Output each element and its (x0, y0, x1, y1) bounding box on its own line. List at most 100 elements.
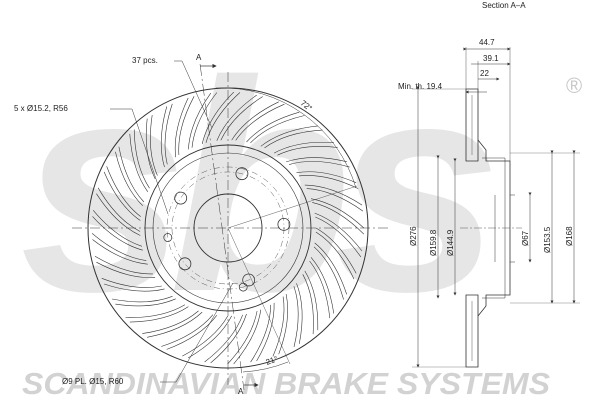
cooling-vane (91, 233, 147, 261)
brand-tagline: SCANDINAVIAN BRAKE SYSTEMS (22, 366, 550, 400)
cooling-vane (315, 216, 362, 258)
cooling-vane (96, 193, 141, 236)
rotor-plate-top (465, 88, 479, 162)
dia-67-label: Ø67 (521, 230, 530, 246)
section-title: Section A–A (482, 1, 526, 10)
cooling-vane (273, 141, 334, 154)
cooling-vane (160, 106, 168, 168)
cooling-vane (314, 242, 347, 295)
pin-leader (160, 282, 234, 383)
cooling-vane (147, 311, 203, 338)
cooling-vane (96, 261, 156, 278)
cooling-vane (92, 216, 143, 251)
cooling-vane (125, 304, 186, 318)
bolt-pcd-circle (171, 171, 285, 285)
cooling-vane (278, 294, 288, 355)
cooling-vane (220, 96, 263, 141)
cooling-vane (314, 212, 363, 252)
cooling-vane (298, 175, 359, 189)
cooling-vane (191, 92, 218, 148)
hat-inner-edge (152, 152, 304, 304)
cooling-vane (250, 115, 305, 144)
cooling-vane (272, 296, 285, 357)
cooling-vane (216, 94, 257, 141)
cooling-vane (115, 298, 176, 307)
cooling-vane (315, 231, 355, 280)
brand-watermark: sbs ® SCANDINAVIAN BRAKE SYSTEMS (20, 18, 582, 400)
cooling-vane (302, 274, 314, 335)
dia-276-label: Ø276 (409, 226, 418, 246)
vane-count-label: 37 pcs. (132, 56, 158, 65)
cooling-vane (164, 103, 173, 165)
cooling-vane (293, 286, 299, 347)
angle-ray-bottom (227, 227, 291, 365)
pin-hole (238, 282, 248, 292)
pin-holes-label: Ø9 PL. Ø15, R60 (62, 377, 124, 386)
bolt-hole (174, 191, 188, 205)
cooling-vane (289, 161, 350, 168)
cooling-vane (250, 304, 271, 363)
cooling-vane (92, 210, 142, 247)
rotor-plate-bottom (465, 294, 479, 368)
section-marker-top: A (196, 53, 202, 62)
disc-section-view (412, 47, 580, 368)
cooling-vane (174, 97, 189, 158)
cooling-vane (201, 91, 235, 144)
pin-hole (163, 233, 173, 242)
cooling-vane (210, 313, 247, 364)
cooling-vane (101, 278, 162, 288)
cooling-vane (312, 202, 365, 235)
width-inner-label: 22 (480, 69, 489, 78)
bolt-hole (277, 217, 291, 231)
cooling-vane (260, 125, 318, 147)
cooling-vane (115, 151, 144, 207)
cooling-vane (227, 310, 258, 365)
width-hat-label: 39.1 (483, 54, 499, 63)
cooling-vane (235, 103, 285, 141)
cooling-vane (304, 270, 319, 331)
section-view-labels: 44.7 39.1 22 Min. th. 19.4 Ø276 Ø159.8 Ø… (398, 38, 574, 256)
cooling-vane (94, 256, 153, 275)
cooling-vane (104, 283, 165, 292)
angle-arc-top (215, 87, 357, 189)
cooling-vane (204, 314, 243, 363)
bolt-holes-label: 5 x Ø15.2, R56 (14, 104, 68, 113)
dia-168-label: Ø168 (565, 226, 574, 246)
angle-ray-top (227, 185, 358, 229)
cooling-vane (296, 171, 357, 183)
cooling-vane (145, 118, 156, 179)
cooling-vane (133, 129, 150, 189)
bolt-holes (174, 167, 291, 287)
bolt-hole (235, 167, 249, 181)
disc-hat-edge (144, 144, 312, 312)
angle-arc-bottom (242, 361, 289, 373)
cooling-vane (129, 133, 149, 192)
cooling-vane (150, 115, 158, 176)
cooling-vane (178, 96, 195, 156)
cooling-vane (286, 157, 347, 163)
cooling-vane (166, 315, 218, 350)
section-line (199, 63, 245, 391)
cooling-vane (111, 296, 173, 303)
cooling-vane (296, 283, 303, 344)
cooling-vane (313, 246, 344, 300)
cooling-vane (129, 306, 189, 323)
cooling-vane (231, 101, 279, 141)
bolt-leader (110, 108, 169, 215)
cooling-vane (264, 129, 323, 149)
cooling-vane (92, 239, 148, 265)
vane-leader (174, 60, 213, 129)
dia-153-5-label: Ø153.5 (543, 226, 552, 253)
cooling-vane (256, 302, 275, 362)
pin-holes (163, 233, 248, 292)
bolt-hole (242, 273, 256, 287)
center-bore (193, 193, 263, 263)
min-thickness-label: Min. th. 19.4 (398, 82, 443, 91)
cooling-vane (188, 92, 212, 150)
section-marker-bottom: A (238, 387, 244, 396)
cooling-vane (233, 309, 262, 365)
angle-label-bottom: 21° (265, 354, 279, 367)
front-view-labels: 37 pcs. 5 x Ø15.2, R56 Ø9 PL. Ø15, R60 A… (14, 53, 314, 396)
cooling-vane (277, 146, 338, 156)
